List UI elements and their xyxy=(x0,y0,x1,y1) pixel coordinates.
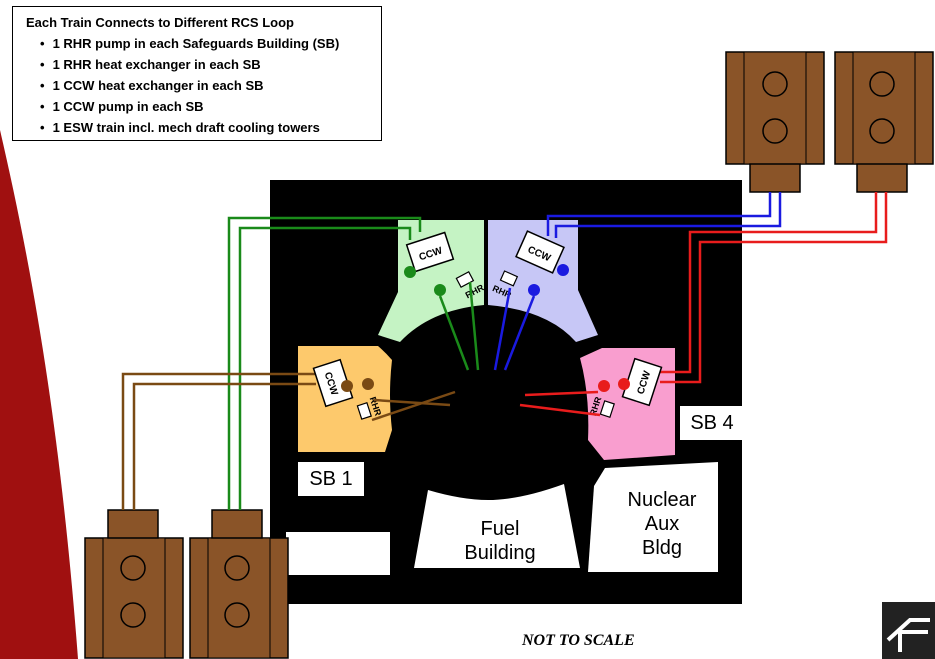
sb2-components: CCW RHR xyxy=(404,231,486,371)
decorative-swoosh xyxy=(0,130,78,659)
sb4-ccw-pump xyxy=(618,378,630,390)
sb4-label: SB 4 xyxy=(680,406,744,440)
sb4-ccw-heat-exchanger: CCW xyxy=(621,357,663,407)
company-logo xyxy=(882,602,935,659)
not-to-scale-note: NOT TO SCALE xyxy=(522,632,635,649)
legend-item: 1 RHR pump in each Safeguards Building (… xyxy=(40,33,381,54)
containment-circle xyxy=(388,302,588,502)
sb3-building xyxy=(488,220,598,342)
cooling-tower-green xyxy=(189,509,289,659)
sb4-rhr-pump xyxy=(598,380,610,392)
sb4-components: CCW RHR xyxy=(519,357,663,419)
sb2-rhr-pump xyxy=(434,284,446,296)
fuel-building-line: Fuel xyxy=(480,518,520,540)
fuel-building-line: Building xyxy=(464,542,536,564)
sb1-components: CCW RHR xyxy=(312,358,456,422)
sb2-ccw-pump xyxy=(404,266,416,278)
nuclear-aux-line: Bldg xyxy=(641,537,683,559)
sb3-components: CCW RHR xyxy=(491,230,569,371)
sb3-ccw-pump xyxy=(557,264,569,276)
sb3-ccw-heat-exchanger: CCW xyxy=(515,230,565,274)
esw-pipe-red xyxy=(660,192,888,384)
legend-box: Each Train Connects to Different RCS Loo… xyxy=(12,6,382,141)
nuclear-aux-line: Aux xyxy=(644,513,680,535)
fuel-building xyxy=(414,484,580,568)
legend-title: Each Train Connects to Different RCS Loo… xyxy=(26,15,294,30)
sb1-rhr-pump xyxy=(362,378,374,390)
nuclear-aux-label: Nuclear Aux Bldg xyxy=(612,488,712,560)
cooling-tower-red xyxy=(834,51,934,193)
sb3-rhr-pump xyxy=(528,284,540,296)
legend-list: 1 RHR pump in each Safeguards Building (… xyxy=(26,33,381,138)
legend-item: 1 CCW heat exchanger in each SB xyxy=(40,75,381,96)
cooling-tower-brown xyxy=(84,509,184,659)
legend-item: 1 RHR heat exchanger in each SB xyxy=(40,54,381,75)
nuclear-aux-line: Nuclear xyxy=(627,489,697,511)
sb2-building xyxy=(378,220,484,342)
sb1-label: SB 1 xyxy=(298,462,364,496)
blank-label-box xyxy=(286,532,390,575)
esw-pipe-brown xyxy=(121,372,316,510)
legend-item: 1 ESW train incl. mech draft cooling tow… xyxy=(40,117,381,138)
cooling-tower-blue xyxy=(725,51,825,193)
legend-item: 1 CCW pump in each SB xyxy=(40,96,381,117)
sb1-ccw-heat-exchanger: CCW xyxy=(312,358,354,408)
sb2-ccw-heat-exchanger: CCW xyxy=(405,231,455,273)
esw-pipe-blue xyxy=(546,192,782,238)
nuclear-aux-building xyxy=(588,462,718,572)
sb1-ccw-pump xyxy=(341,380,353,392)
fuel-building-label: Fuel Building xyxy=(440,517,560,565)
esw-pipe-green xyxy=(227,216,422,510)
